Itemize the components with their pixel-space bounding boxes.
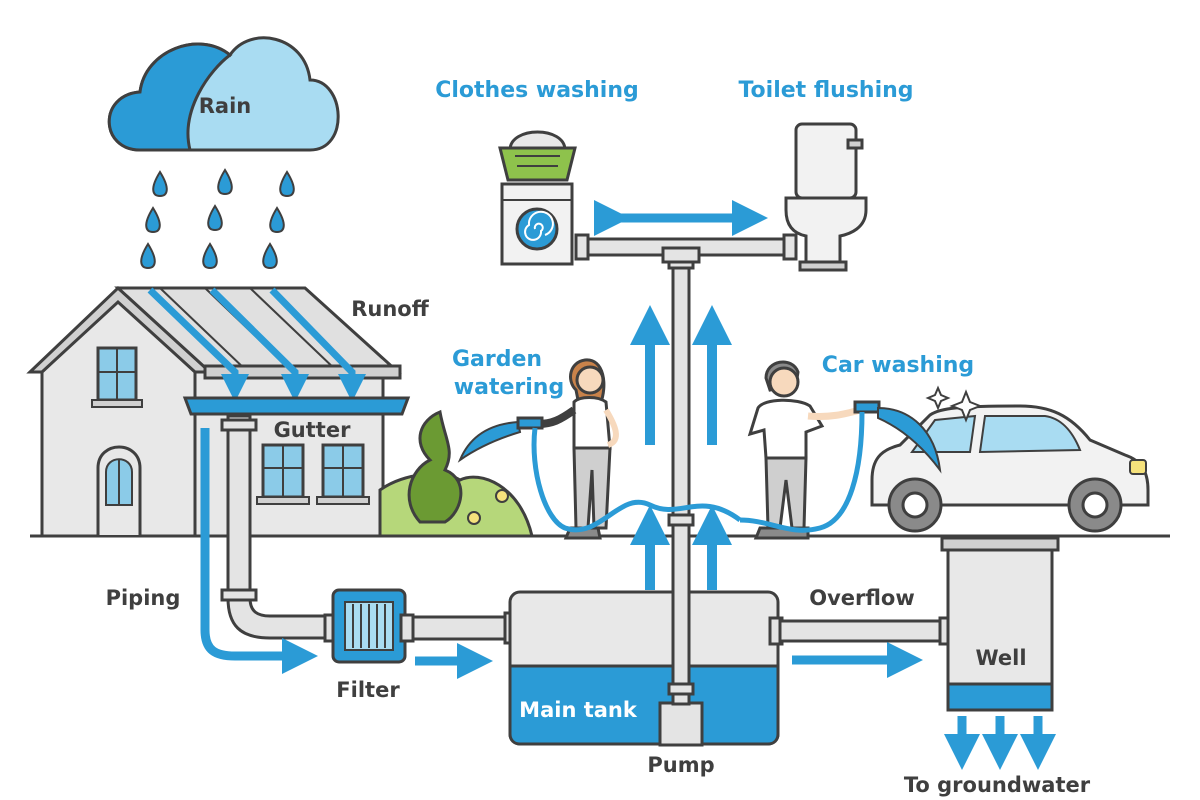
car-hose <box>739 411 865 533</box>
upward-flow-arrows <box>630 305 732 590</box>
car-water-spray <box>877 406 942 474</box>
gutter-icon <box>182 396 411 416</box>
clothes-washing-label: Clothes washing <box>435 78 639 103</box>
man-figure-icon <box>747 360 881 540</box>
toilet-icon <box>784 122 868 272</box>
rain-drop-icon <box>279 170 295 198</box>
pump-icon <box>658 701 704 747</box>
washing-machine-icon <box>500 182 574 266</box>
rain-drop-icon <box>152 170 168 198</box>
garden-water-spray <box>457 420 522 463</box>
rain-drop-icon <box>140 242 156 270</box>
rain-drops <box>140 168 295 270</box>
garden-watering-label-line1: Garden <box>452 347 542 372</box>
car-icon <box>870 404 1150 533</box>
runoff-label: Runoff <box>351 297 429 321</box>
rain-cloud-icon <box>107 36 340 152</box>
overflow-pipe <box>768 616 954 646</box>
rain-drop-icon <box>202 242 218 270</box>
garden-watering-label-line2: watering <box>454 375 564 400</box>
pump-label: Pump <box>647 753 714 777</box>
piping-flow-arrow <box>200 428 318 674</box>
sparkle-icon <box>925 385 983 423</box>
overflow-label: Overflow <box>809 586 915 610</box>
pipe-to-tank <box>411 611 519 645</box>
groundwater-arrows <box>944 716 1056 770</box>
rain-label: Rain <box>199 94 252 118</box>
rain-drop-icon <box>262 242 278 270</box>
to-groundwater-label: To groundwater <box>904 773 1091 797</box>
filter-icon <box>323 588 415 664</box>
rain-drop-icon <box>207 204 223 232</box>
rain-drop-icon <box>269 206 285 234</box>
well-label: Well <box>975 646 1026 670</box>
piping-label: Piping <box>106 586 181 610</box>
filter-label: Filter <box>336 678 400 702</box>
toilet-flushing-label: Toilet flushing <box>738 78 913 103</box>
rain-drop-icon <box>145 206 161 234</box>
runoff-arrows <box>147 287 366 402</box>
main-tank-label: Main tank <box>519 698 638 722</box>
riser-pipe <box>667 256 695 706</box>
garden-plants-icon <box>378 409 534 538</box>
main-tank-icon <box>508 590 780 746</box>
gutter-label: Gutter <box>274 418 352 442</box>
rain-drop-icon <box>217 168 233 196</box>
laundry-basket-icon <box>498 130 577 182</box>
distribution-pipe <box>574 233 798 264</box>
car-washing-label: Car washing <box>822 353 974 378</box>
well-icon <box>940 536 1060 712</box>
garden-hose <box>531 427 742 533</box>
